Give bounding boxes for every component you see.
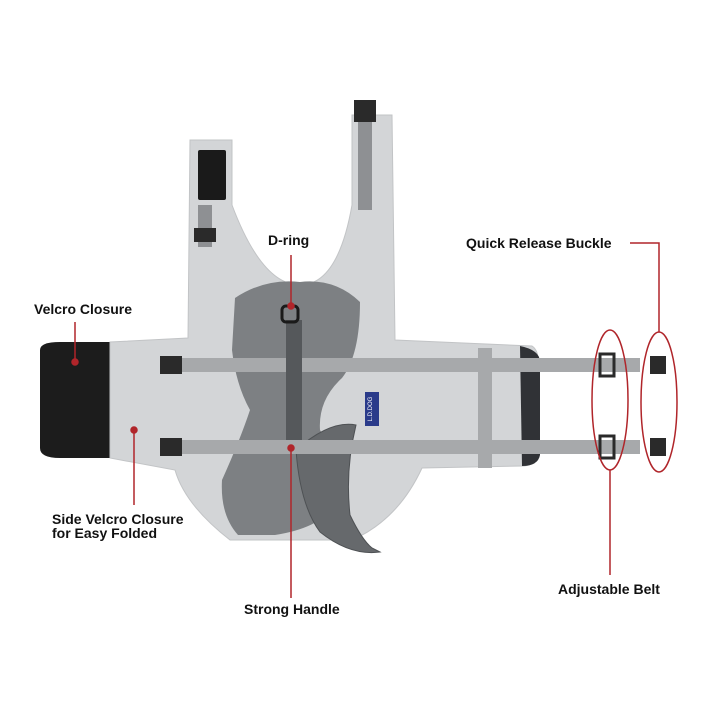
callout-dot-velcro bbox=[71, 358, 79, 366]
chest-strap-bottom bbox=[170, 440, 640, 454]
brand-tag bbox=[365, 392, 379, 426]
label-adjustable-belt: Adjustable Belt bbox=[558, 581, 660, 597]
vertical-strap bbox=[478, 348, 492, 468]
brand-tag-text: L.D.DOG bbox=[368, 396, 374, 421]
shoulder-velcro-patch bbox=[198, 150, 226, 200]
label-side-velcro-line1: Side Velcro Closure bbox=[52, 511, 184, 527]
chest-strap-top bbox=[170, 358, 640, 372]
callout-dot-side-velcro bbox=[130, 426, 138, 434]
shoulder-buckle-right bbox=[354, 100, 376, 122]
callout-dot-handle bbox=[287, 444, 295, 452]
callouts bbox=[71, 242, 678, 598]
shark-fin bbox=[295, 423, 382, 554]
side-buckle-bottom bbox=[160, 438, 182, 456]
label-quick-release-buckle: Quick Release Buckle bbox=[466, 235, 612, 251]
handle-strap bbox=[286, 320, 302, 440]
shoulder-strap-right bbox=[358, 120, 372, 210]
shoulder-buckle-left bbox=[194, 228, 216, 242]
velcro-flap bbox=[40, 342, 110, 458]
label-side-velcro-closure: Side Velcro Closure for Easy Folded bbox=[52, 512, 184, 540]
label-strong-handle: Strong Handle bbox=[244, 601, 340, 617]
vest-right-panel bbox=[520, 346, 540, 466]
label-d-ring: D-ring bbox=[268, 232, 310, 248]
quick-release-buckle-bottom bbox=[650, 438, 666, 456]
callout-dot-d-ring bbox=[287, 302, 295, 310]
belt-adjuster-bottom bbox=[598, 434, 616, 460]
label-velcro-closure: Velcro Closure bbox=[34, 301, 133, 317]
side-buckle-top bbox=[160, 356, 182, 374]
quick-release-buckle-top bbox=[650, 356, 666, 374]
callout-line-buckle bbox=[630, 242, 660, 332]
label-side-velcro-line2: for Easy Folded bbox=[52, 525, 158, 541]
belt-adjuster-top bbox=[598, 352, 616, 378]
